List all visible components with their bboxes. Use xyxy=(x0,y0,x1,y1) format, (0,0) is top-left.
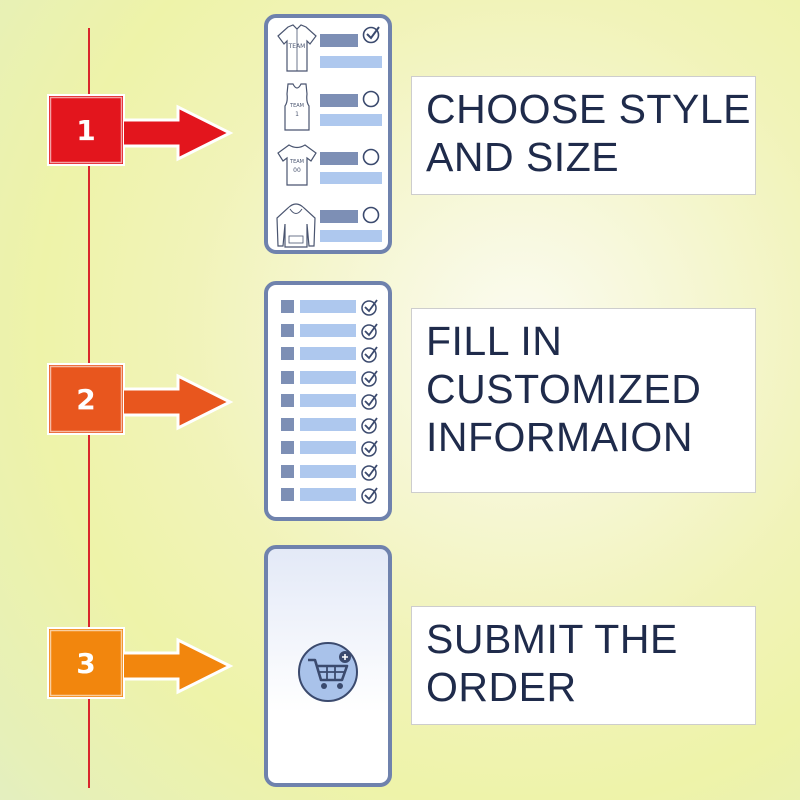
style-name-bar xyxy=(320,94,358,107)
step-1-arrow-icon xyxy=(47,94,234,166)
radio-unchecked-icon[interactable] xyxy=(362,88,382,108)
form-row[interactable] xyxy=(268,462,388,482)
form-field-bar xyxy=(300,441,356,454)
radio-unchecked-icon[interactable] xyxy=(362,204,382,224)
tank-top-icon: TEAM 1 xyxy=(284,83,310,131)
form-row[interactable] xyxy=(268,415,388,435)
t-shirt-icon: TEAM 00 xyxy=(277,144,317,186)
step-3-phone xyxy=(264,545,392,787)
step-1-tag: 1 xyxy=(47,94,234,166)
checked-circle-icon xyxy=(361,416,378,434)
step-1-phone: TEAM TEAM 1 TEAM 00 xyxy=(264,14,392,254)
step-1-label-line: CHOOSE STYLE xyxy=(426,86,751,132)
form-row[interactable] xyxy=(268,321,388,341)
step-3-label-line: SUBMIT THE xyxy=(426,616,678,662)
form-row[interactable] xyxy=(268,344,388,364)
form-field-bar xyxy=(300,370,356,384)
step-2-number: 2 xyxy=(76,382,96,416)
step-2-label: FILL IN CUSTOMIZED INFORMAION xyxy=(411,308,756,493)
step-2-phone xyxy=(264,281,392,521)
form-field-bar xyxy=(300,347,356,360)
svg-text:TEAM: TEAM xyxy=(289,159,304,165)
step-2-tag: 2 xyxy=(47,363,234,435)
jersey-icon: TEAM xyxy=(277,24,317,72)
step-2-label-line: CUSTOMIZED xyxy=(426,366,702,412)
checked-circle-icon xyxy=(361,299,378,316)
form-field-marker xyxy=(281,417,294,431)
step-1-label: CHOOSE STYLE AND SIZE xyxy=(411,76,756,195)
step-3-arrow-icon xyxy=(47,627,234,699)
checked-circle-icon xyxy=(361,440,378,457)
radio-checked-icon[interactable] xyxy=(362,24,382,44)
radio-unchecked-icon[interactable] xyxy=(362,146,382,166)
style-name-bar xyxy=(320,34,358,47)
svg-text:00: 00 xyxy=(293,167,301,174)
form-field-marker xyxy=(281,347,294,360)
style-name-bar xyxy=(320,210,358,223)
form-field-marker xyxy=(281,488,294,501)
form-row[interactable] xyxy=(268,297,388,317)
svg-text:TEAM: TEAM xyxy=(289,103,304,109)
form-field-bar xyxy=(300,464,356,478)
form-field-marker xyxy=(281,464,294,478)
checked-circle-icon xyxy=(361,346,378,363)
checked-circle-icon xyxy=(361,463,378,481)
form-row[interactable] xyxy=(268,368,388,388)
svg-text:1: 1 xyxy=(295,111,299,118)
form-field-bar xyxy=(300,323,356,337)
step-3-number: 3 xyxy=(76,646,96,680)
form-field-marker xyxy=(281,370,294,384)
step-2-label-line: FILL IN xyxy=(426,318,563,364)
checked-circle-icon xyxy=(361,322,378,340)
svg-text:TEAM: TEAM xyxy=(288,43,306,50)
form-row[interactable] xyxy=(268,391,388,411)
form-field-marker xyxy=(281,441,294,454)
form-field-marker xyxy=(281,394,294,407)
size-bar xyxy=(320,172,382,184)
step-3-label: SUBMIT THE ORDER xyxy=(411,606,756,725)
form-row[interactable] xyxy=(268,438,388,458)
form-field-bar xyxy=(300,394,356,407)
form-field-bar xyxy=(300,417,356,431)
form-field-bar xyxy=(300,300,356,313)
step-1-number: 1 xyxy=(76,113,96,147)
checked-circle-icon xyxy=(361,369,378,387)
style-name-bar xyxy=(320,152,358,165)
shopping-cart-add-icon[interactable] xyxy=(296,639,362,705)
step-3-tag: 3 xyxy=(47,627,234,699)
step-2-arrow-icon xyxy=(47,363,234,435)
step-1-label-line: AND SIZE xyxy=(426,134,620,180)
size-bar xyxy=(320,114,382,126)
checked-circle-icon xyxy=(361,487,378,504)
step-3-label-line: ORDER xyxy=(426,664,577,710)
hoodie-icon xyxy=(276,203,316,248)
step-2-label-line: INFORMAION xyxy=(426,414,693,460)
checked-circle-icon xyxy=(361,393,378,410)
form-field-marker xyxy=(281,323,294,337)
form-row[interactable] xyxy=(268,485,388,505)
size-bar xyxy=(320,230,382,242)
size-bar xyxy=(320,56,382,68)
form-field-bar xyxy=(300,488,356,501)
form-field-marker xyxy=(281,300,294,313)
